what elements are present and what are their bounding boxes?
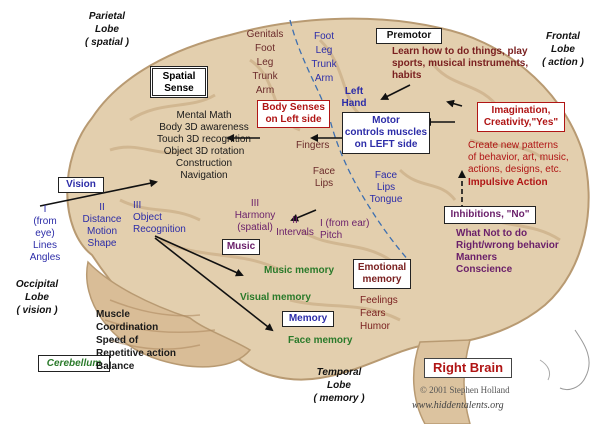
arrow-premotor xyxy=(380,84,411,100)
arrows xyxy=(39,84,466,332)
music-stage-3: III Harmony (spatial) xyxy=(234,198,276,233)
music-memory-label: Music memory xyxy=(264,265,335,276)
face-memory-label: Face memory xyxy=(288,335,353,346)
right-brain-box: Right Brain xyxy=(424,358,512,378)
body-senses-box: Body Senses on Left side xyxy=(257,100,330,128)
website-link[interactable]: www.hiddentalents.org xyxy=(412,400,504,411)
impulsive-action-label: Impulsive Action xyxy=(468,177,548,188)
music-stage-2: II Intervals xyxy=(276,215,314,238)
temporal-lobe-label: Temporal Lobe ( memory ) xyxy=(313,367,365,404)
body-parts-right: Foot Leg Trunk Arm xyxy=(311,31,337,84)
central-fissure xyxy=(289,19,411,263)
face-lips-sensory: Face Lips xyxy=(312,166,336,189)
spatial-sense-box: Spatial Sense xyxy=(150,66,208,98)
cerebellum-box: Cerebellum xyxy=(38,355,110,372)
frontal-lobe-label: Frontal Lobe ( action ) xyxy=(542,31,584,68)
emotional-memory-box: Emotional memory xyxy=(353,259,411,289)
arrow-creativity xyxy=(446,99,463,108)
premotor-box: Premotor xyxy=(376,28,442,44)
fingers-label: Fingers xyxy=(296,140,330,151)
arrow-visual-memory xyxy=(154,235,244,277)
vision-stage-1: I (from eye) Lines Angles xyxy=(29,204,61,263)
memory-box: Memory xyxy=(282,311,334,327)
music-box: Music xyxy=(222,239,260,255)
spatial-functions-list: Mental Math Body 3D awareness Touch 3D r… xyxy=(157,110,251,181)
imagination-box: Imagination, Creativity,"Yes" xyxy=(477,102,565,132)
body-parts-left: Genitals Foot Leg Trunk Arm xyxy=(246,29,284,96)
motor-box: Motor controls muscles on LEFT side xyxy=(342,112,430,154)
feelings-list: Feelings Fears Humor xyxy=(360,295,398,332)
inhibitions-box: Inhibitions, "No" xyxy=(444,206,536,224)
premotor-description: Learn how to do things, play sports, mus… xyxy=(392,46,529,81)
gyri-lines xyxy=(109,38,561,322)
face-lips-tongue-motor: Face Lips Tongue xyxy=(369,170,403,205)
arrow-vision xyxy=(39,179,158,207)
music-stage-1: I (from ear) Pitch xyxy=(320,218,370,241)
visual-memory-label: Visual memory xyxy=(240,292,311,303)
what-not-list: What Not to do Right/wrong behavior Mann… xyxy=(456,228,559,275)
vision-box: Vision xyxy=(58,177,104,193)
occipital-lobe-label: Occipital Lobe ( vision ) xyxy=(15,279,59,316)
arrow-face-memory xyxy=(154,237,274,332)
parietal-lobe-label: Parietal Lobe ( spatial ) xyxy=(85,11,129,48)
creative-patterns-list: Create new patterns of behavior, art, mu… xyxy=(468,140,569,175)
sulci-lines xyxy=(104,299,216,350)
vision-stage-3: III Object Recognition xyxy=(133,200,186,235)
ear-outline xyxy=(539,359,551,381)
face-outline xyxy=(559,329,590,391)
cerebellum-functions: Muscle Coordination Speed of Repetitive … xyxy=(96,309,177,372)
copyright-text: © 2001 Stephen Holland xyxy=(420,385,510,395)
arrow-pitch xyxy=(290,209,317,222)
vision-stage-2: II Distance Motion Shape xyxy=(82,202,122,249)
left-hand-label: Left Hand xyxy=(341,86,367,109)
brain-outline xyxy=(66,17,590,381)
